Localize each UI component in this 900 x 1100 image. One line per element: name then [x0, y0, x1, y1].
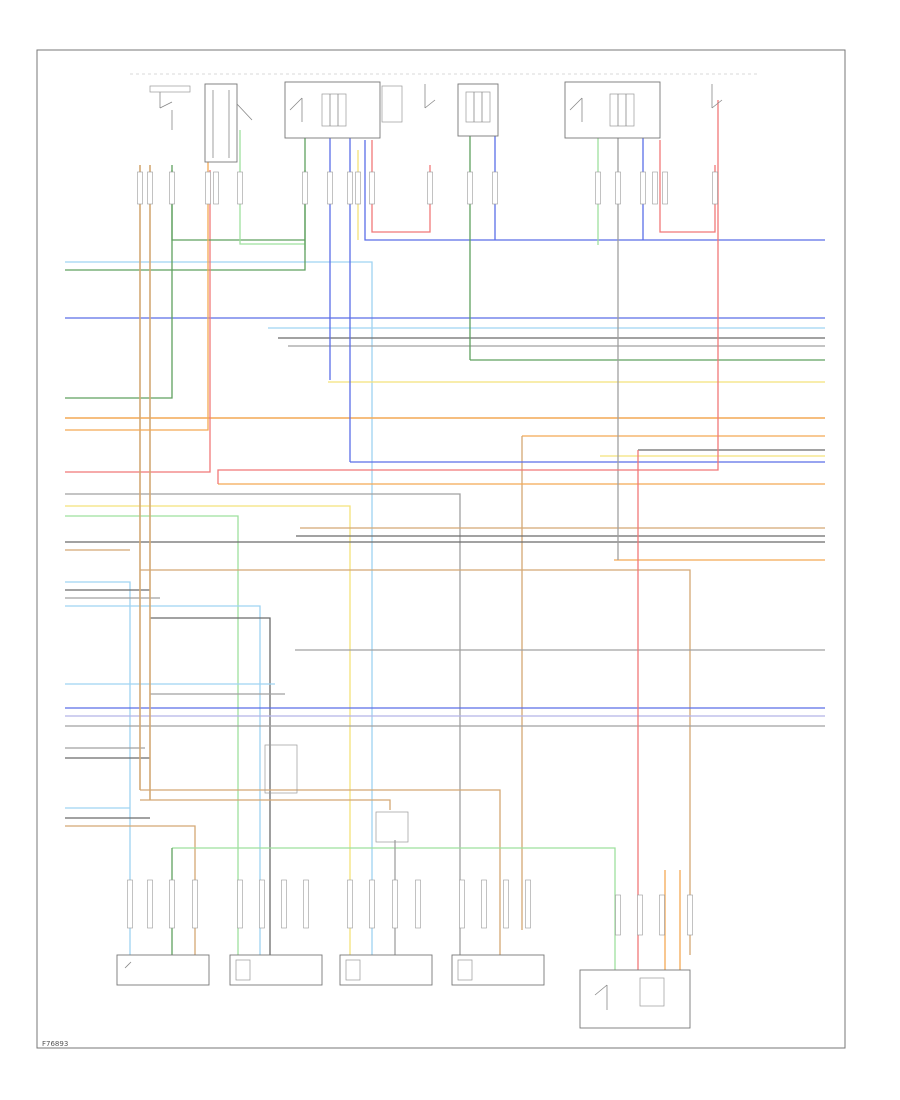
wire — [364, 140, 825, 241]
wire-connector — [637, 894, 643, 936]
wire — [65, 493, 461, 955]
relay-box-bottom — [579, 969, 691, 1029]
wire-connector — [415, 879, 421, 929]
wire-connector — [169, 879, 175, 929]
wire-connector — [281, 879, 287, 929]
diagram-frame — [36, 49, 846, 1049]
wire-connector — [369, 171, 375, 205]
wire — [150, 617, 271, 955]
wire — [65, 170, 211, 473]
wire-connector — [503, 879, 509, 929]
wire — [65, 581, 131, 955]
wire-connector — [169, 171, 175, 205]
module-1 — [116, 954, 210, 986]
wire-connector — [347, 171, 353, 205]
wire-connector — [525, 879, 531, 929]
wire-connector — [327, 171, 333, 205]
wire-connector — [652, 171, 658, 205]
wire-connector — [712, 171, 718, 205]
wire-connector — [659, 894, 665, 936]
module-4 — [451, 954, 545, 986]
wire-connector — [369, 879, 375, 929]
wire-connector — [147, 171, 153, 205]
relay-box-2 — [457, 83, 499, 137]
wire-connector — [595, 171, 601, 205]
wire-connector — [459, 879, 465, 929]
wire-connector — [662, 171, 668, 205]
module-2 — [229, 954, 323, 986]
wire — [65, 515, 239, 955]
wire — [217, 100, 719, 484]
wire — [140, 789, 501, 955]
wire-connector — [615, 171, 621, 205]
wire-connector — [205, 171, 211, 205]
wire — [659, 140, 716, 233]
wire — [65, 605, 261, 955]
connector-group — [127, 171, 718, 936]
wire-connector — [481, 879, 487, 929]
wire — [140, 569, 691, 955]
wire — [65, 100, 209, 431]
wire-connector — [137, 171, 143, 205]
wire-connector — [615, 894, 621, 936]
fuse-symbol-right — [711, 84, 723, 109]
wire-connector — [192, 879, 198, 929]
wire-connector — [147, 879, 153, 929]
wire-connector — [259, 879, 265, 929]
wire-connector — [355, 171, 361, 205]
module-3 — [339, 954, 433, 986]
wire — [65, 170, 173, 399]
wire — [239, 130, 305, 245]
wire — [65, 261, 373, 955]
wire-connector — [237, 171, 243, 205]
wire — [65, 170, 306, 271]
wire-connector — [213, 171, 219, 205]
bottom-modules — [116, 954, 691, 1029]
wire-connector — [467, 171, 473, 205]
relay-box-3 — [564, 81, 661, 139]
wire-connector — [392, 879, 398, 929]
wire-connector — [303, 879, 309, 929]
wire-connector — [687, 894, 693, 936]
fuse-symbol-mid — [424, 84, 436, 109]
fuse-symbol-left — [149, 85, 191, 130]
figure-id: F76893 — [42, 1040, 68, 1048]
wire — [371, 140, 431, 233]
wire — [172, 847, 616, 975]
wire-connector — [347, 879, 353, 929]
fuse-block-left — [204, 83, 253, 163]
wire-connector — [127, 879, 133, 929]
wire-connector — [237, 879, 243, 929]
wire-connector — [640, 171, 646, 205]
wire — [140, 799, 391, 810]
wire — [65, 505, 351, 955]
relay-box-1 — [284, 81, 403, 139]
wire-connector — [302, 171, 308, 205]
wire-connector — [492, 171, 498, 205]
wire-group — [65, 100, 825, 975]
wire-connector — [427, 171, 433, 205]
annotation-boxes — [264, 744, 409, 843]
top-components — [130, 73, 760, 163]
